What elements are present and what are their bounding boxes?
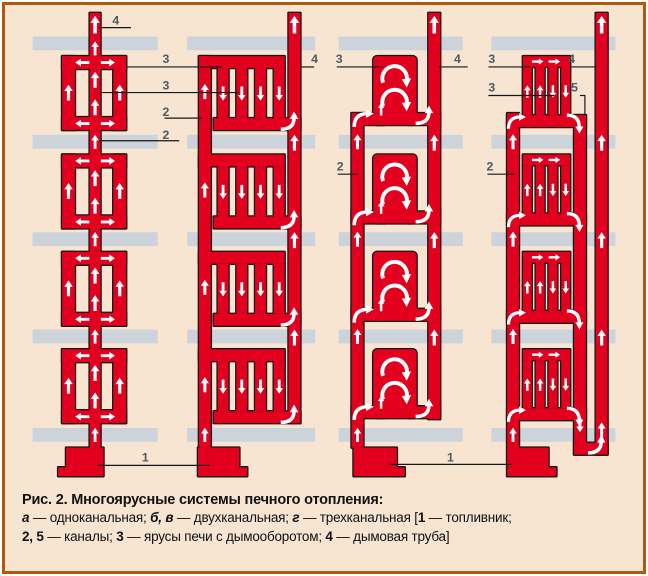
caption-segment: — каналы; [43,529,117,544]
callout-chimney: 4 [568,52,575,66]
floor-slab [187,232,316,246]
caption-line: 2, 5 — каналы; 3 — ярусы печи с дымообор… [22,527,633,546]
caption-segment: б, в [150,510,174,525]
caption-segment: — топливник; [425,510,512,525]
floor-slab [187,36,316,51]
callout-tiers: 3 [488,81,495,95]
caption-segment: — одноканальная; [29,510,151,525]
floor-slab [187,329,316,344]
caption-line: а — одноканальная; б, в — двухканальная;… [22,508,633,527]
caption-title: Рис. 2. Многоярусные системы печного ото… [22,492,384,508]
floor-slab [338,427,463,442]
callout-firebox: 1 [447,450,454,464]
callout-chimney: 4 [454,52,461,66]
caption-segment: 2, 5 [22,529,44,544]
callout-channel: 2 [163,105,170,119]
callout-chimney: 4 [311,52,318,66]
callout-tiers: 3 [163,79,170,93]
floor-slab [187,134,316,149]
caption-segment: 1 [417,510,426,525]
callout-channel: 2 [337,159,344,173]
caption-segment: 4 [325,529,333,544]
callout-leader-lines [97,27,597,466]
callout-chimney: 4 [112,14,119,28]
figure-caption: Рис. 2. Многоярусные системы печного ото… [22,492,633,546]
caption-segment: — ярусы печи с дымооборотом; [123,529,326,544]
callout-bypass: 5 [571,81,578,95]
caption-segment: а [22,510,30,525]
floor-slab [338,36,463,51]
callout-firebox: 1 [142,450,149,464]
stove-systems-diagram: 4 3 3 2 2 4 3 4 2 3 4 3 5 2 1 1 [32,11,616,478]
callout-channel: 2 [486,159,493,173]
caption-segment: 3 [116,529,124,544]
caption-segment: — трехканальная [ [299,510,418,525]
callout-tiers: 3 [488,52,495,66]
caption-segment: — дымовая труба] [332,529,450,544]
caption-segment: г [292,510,300,525]
callout-channel: 2 [163,128,170,142]
floor-slab [187,427,316,442]
callout-tiers: 3 [336,52,343,66]
floor-slab [491,36,616,51]
callout-tiers: 3 [163,52,170,66]
callout-labels: 4 3 3 2 2 4 3 4 2 3 4 3 5 2 1 1 [112,14,578,465]
caption-segment: — двухканальная; [173,510,293,525]
